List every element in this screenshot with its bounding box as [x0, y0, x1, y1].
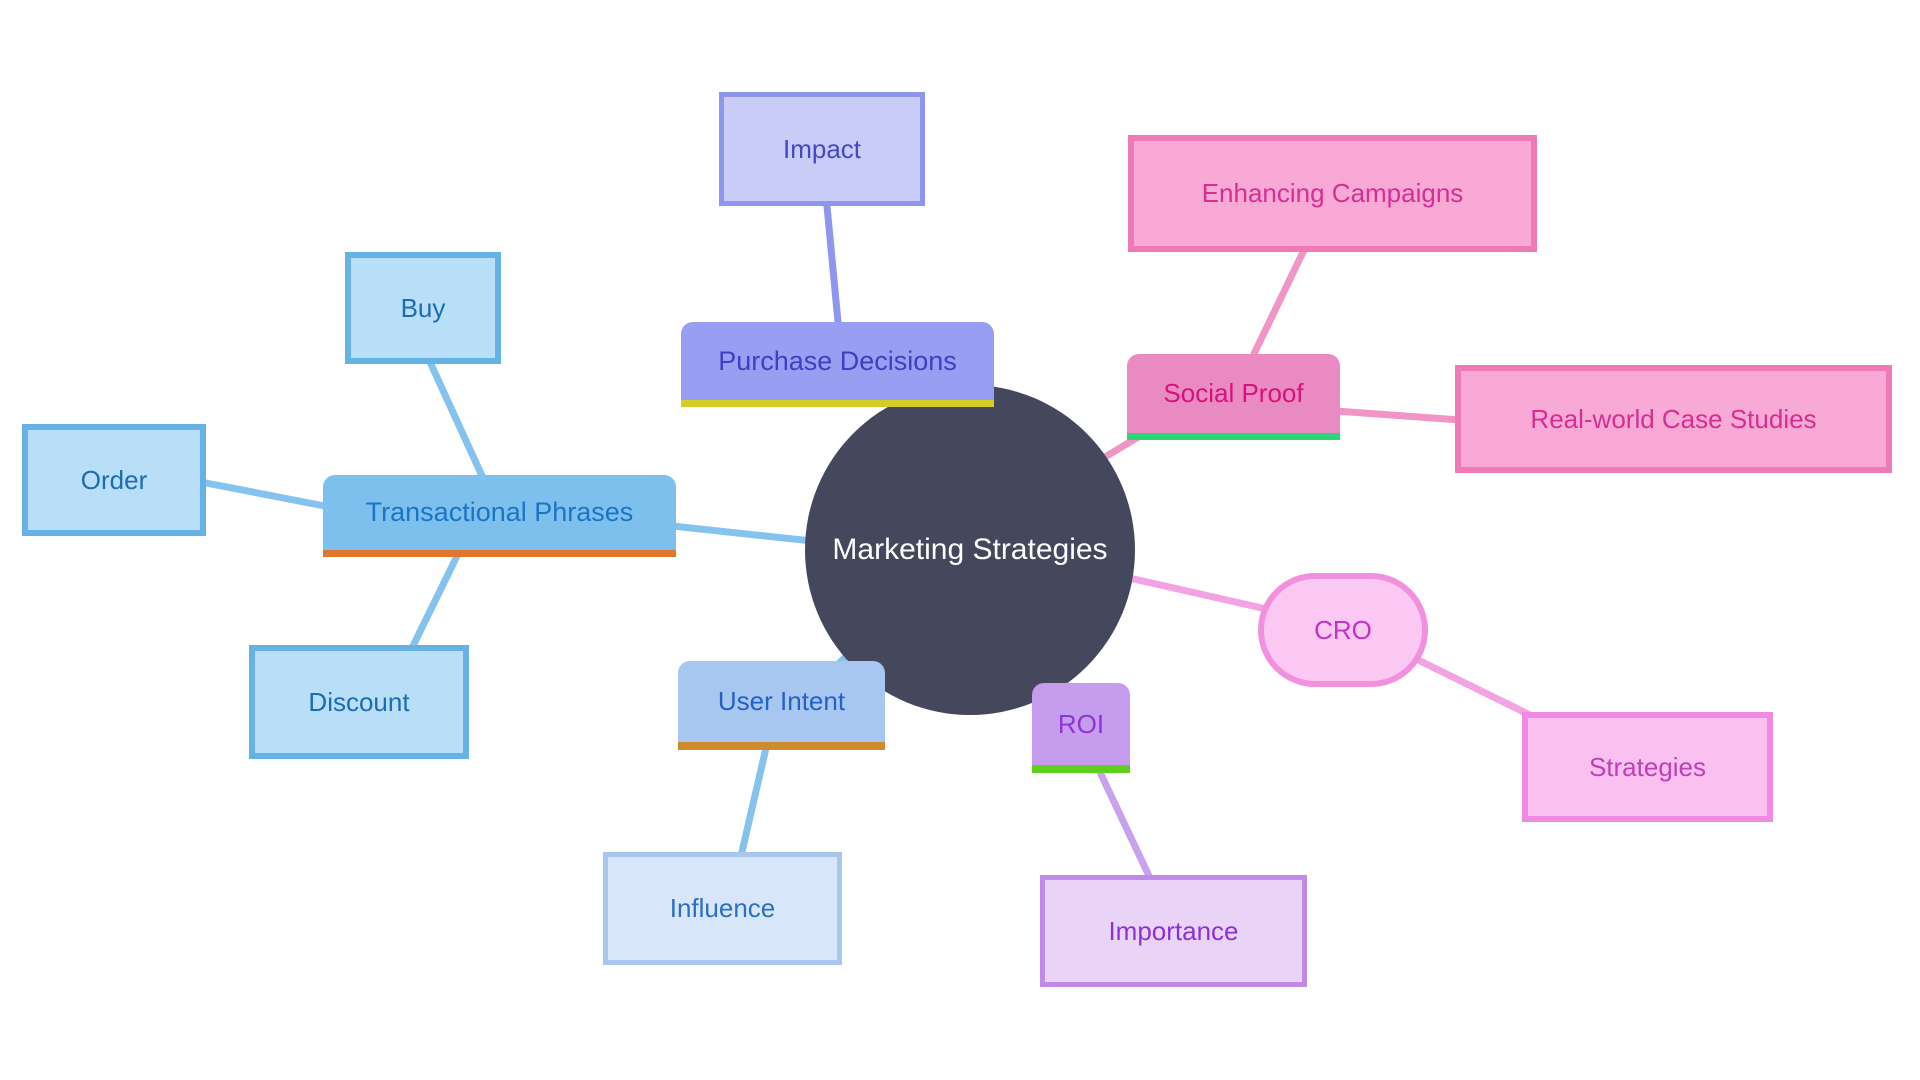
- connector-discount-transactional: [408, 550, 462, 652]
- connector-impact-purchase: [823, 202, 842, 326]
- node-influence-label: Influence: [669, 893, 776, 923]
- node-enhancing-campaigns[interactable]: Enhancing Campaigns: [1128, 135, 1537, 252]
- node-marketing-strategies-label: Marketing Strategies: [832, 533, 1108, 566]
- node-discount[interactable]: Discount: [249, 645, 469, 759]
- node-purchase-decisions-label: Purchase Decisions: [718, 345, 957, 376]
- node-roi[interactable]: ROI: [1032, 683, 1130, 773]
- connector-center-cro: [1121, 573, 1266, 612]
- node-case-studies[interactable]: Real-world Case Studies: [1455, 365, 1892, 473]
- node-buy[interactable]: Buy: [345, 252, 501, 364]
- node-order-label: Order: [80, 464, 148, 495]
- node-marketing-strategies[interactable]: Marketing Strategies: [805, 385, 1135, 715]
- node-importance-label: Importance: [1108, 915, 1239, 946]
- node-case-studies-label: Real-world Case Studies: [1530, 403, 1817, 434]
- node-buy-label: Buy: [400, 292, 446, 323]
- node-influence[interactable]: Influence: [603, 852, 842, 965]
- node-roi-label: ROI: [1057, 708, 1105, 739]
- node-strategies[interactable]: Strategies: [1522, 712, 1773, 822]
- connector-buy-transactional: [426, 358, 487, 482]
- connector-order-transactional: [202, 479, 334, 511]
- connector-userintent-influence: [737, 744, 770, 860]
- node-enhancing-campaigns-label: Enhancing Campaigns: [1201, 178, 1464, 208]
- connector-roi-importance: [1094, 764, 1154, 882]
- node-user-intent-label: User Intent: [717, 686, 846, 716]
- connector-social-casestudies: [1332, 407, 1464, 424]
- node-order[interactable]: Order: [22, 424, 206, 536]
- node-impact[interactable]: Impact: [719, 92, 925, 206]
- node-transactional-phrases[interactable]: Transactional Phrases: [323, 475, 676, 557]
- node-social-proof[interactable]: Social Proof: [1127, 354, 1340, 440]
- node-cro-label: CRO: [1314, 614, 1372, 645]
- connector-cro-strategies: [1402, 650, 1540, 722]
- node-impact-label: Impact: [782, 133, 862, 164]
- node-cro[interactable]: CRO: [1258, 573, 1428, 687]
- node-social-proof-label: Social Proof: [1163, 378, 1304, 408]
- connector-enhancing-social: [1248, 244, 1309, 362]
- node-discount-label: Discount: [308, 686, 410, 717]
- node-importance[interactable]: Importance: [1040, 875, 1307, 987]
- node-transactional-phrases-label: Transactional Phrases: [365, 497, 634, 527]
- node-user-intent[interactable]: User Intent: [678, 661, 885, 750]
- node-strategies-label: Strategies: [1588, 751, 1707, 782]
- node-purchase-decisions[interactable]: Purchase Decisions: [681, 322, 994, 407]
